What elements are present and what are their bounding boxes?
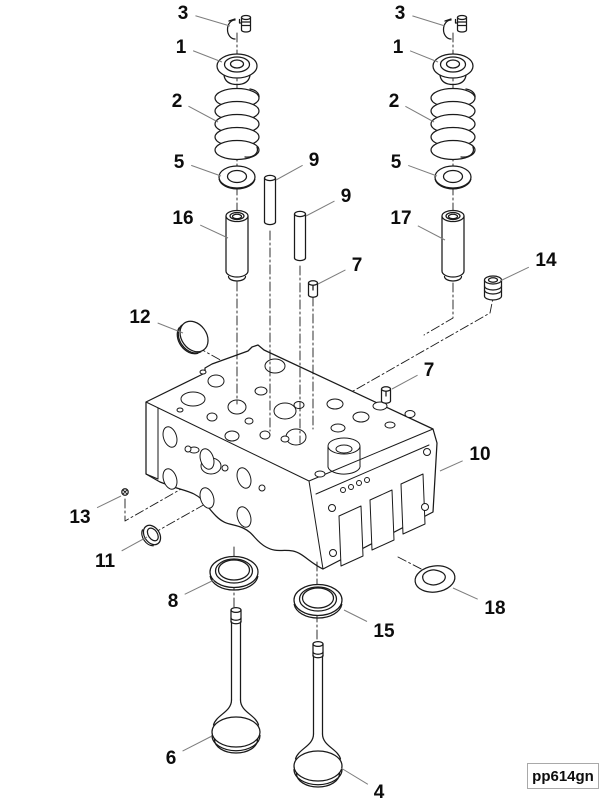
leader-line-12 <box>157 322 184 334</box>
leader-line-3 <box>412 15 446 27</box>
leader-line-1 <box>192 50 223 63</box>
leader-line-18 <box>452 587 478 600</box>
leader-line-3 <box>195 15 231 27</box>
callout-5: 5 <box>174 152 185 173</box>
leader-line-7 <box>317 269 346 285</box>
leader-line-9 <box>305 200 335 217</box>
callout-6: 6 <box>166 748 177 769</box>
bushing-14 <box>483 275 503 301</box>
callout-18: 18 <box>484 598 505 619</box>
callout-7: 7 <box>424 360 435 381</box>
leader-line-15 <box>343 609 368 622</box>
leader-line-4 <box>340 767 369 785</box>
cup-plug-12 <box>176 320 209 355</box>
callout-5: 5 <box>391 152 402 173</box>
figure-code-badge: pp614gn <box>527 763 599 789</box>
leader-line-9 <box>275 164 303 181</box>
cylinder-head <box>145 344 438 570</box>
leader-line-11 <box>121 536 148 552</box>
screw-13 <box>121 488 129 496</box>
deck-boss <box>327 437 361 475</box>
callout-1: 1 <box>176 37 187 58</box>
leader-line-7 <box>391 374 418 390</box>
leader-line-5 <box>408 164 438 177</box>
callout-8: 8 <box>168 591 179 612</box>
plug-18 <box>414 565 456 593</box>
callout-7: 7 <box>352 255 363 276</box>
callout-1: 1 <box>393 37 404 58</box>
leader-line-17 <box>417 225 446 241</box>
callout-10: 10 <box>469 444 490 465</box>
leader-line-6 <box>182 735 213 752</box>
leader-line-8 <box>184 579 215 595</box>
callout-12: 12 <box>129 307 150 328</box>
callout-3: 3 <box>395 3 406 24</box>
callout-15: 15 <box>373 621 395 642</box>
callout-9: 9 <box>341 186 352 207</box>
side-windows <box>328 448 431 567</box>
callout-4: 4 <box>374 782 385 800</box>
port-ovals <box>162 426 266 528</box>
callout-2: 2 <box>172 91 183 112</box>
seal-11 <box>141 524 162 547</box>
leader-line-16 <box>200 224 229 239</box>
callout-3: 3 <box>178 3 189 24</box>
callout-14: 14 <box>535 250 557 271</box>
leader-line-14 <box>499 266 530 282</box>
leader-line-2 <box>405 105 435 123</box>
leader-line-13 <box>96 495 122 509</box>
cylinder-head-outline <box>145 344 438 570</box>
leader-line-10 <box>439 460 463 472</box>
callout-13: 13 <box>69 507 90 528</box>
callout-2: 2 <box>389 91 400 112</box>
callout-11: 11 <box>95 551 116 572</box>
callout-17: 17 <box>390 208 411 229</box>
callout-9: 9 <box>309 150 320 171</box>
leader-line-2 <box>188 105 219 123</box>
callout-16: 16 <box>172 208 193 229</box>
leader-line-5 <box>191 164 222 177</box>
leader-line-1 <box>409 50 439 63</box>
